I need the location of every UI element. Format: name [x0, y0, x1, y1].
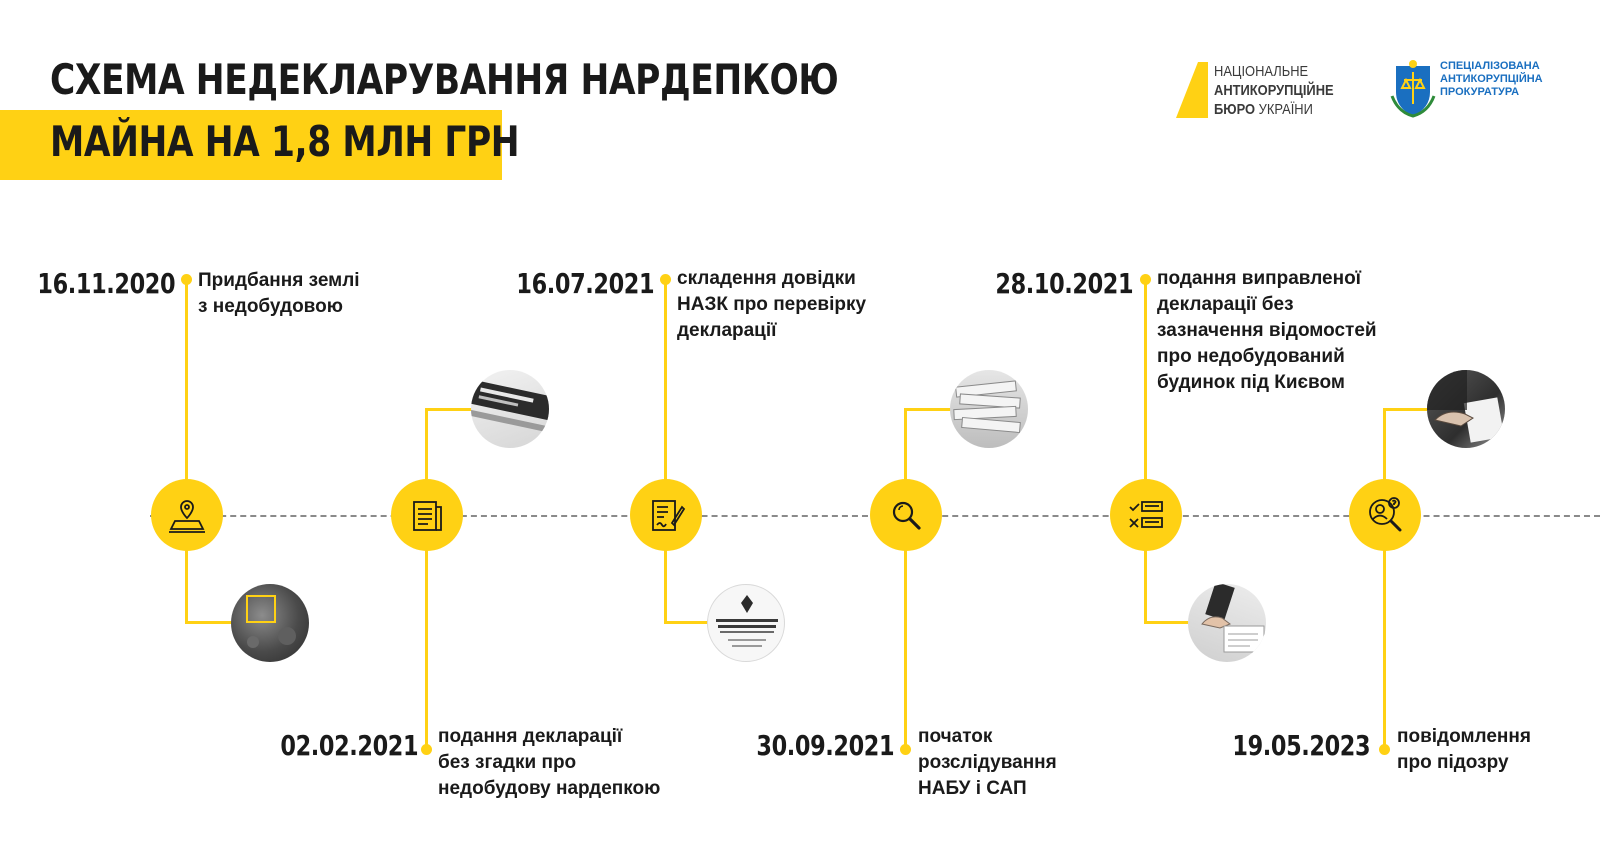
- event-5-date: 28.10.2021: [995, 267, 1133, 300]
- event-2-connector-up: [425, 408, 428, 482]
- event-3-date: 16.07.2021: [516, 267, 654, 300]
- page-title-line1: СХЕМА НЕДЕКЛАРУВАННЯ НАРДЕПКОЮ: [50, 55, 839, 104]
- event-6-description: повідомлення про підозру: [1397, 726, 1531, 773]
- nabu-logo-text: НАЦІОНАЛЬНЕ АНТИКОРУПЦІЙНЕ БЮРО УКРАЇНИ: [1214, 62, 1334, 119]
- signed-document-icon: [652, 500, 686, 531]
- sap-line2: АНТИКОРУПЦІЙНА: [1440, 73, 1543, 85]
- sap-line3: ПРОКУРАТУРА: [1440, 86, 1520, 98]
- event-1-node: [151, 479, 223, 551]
- event-6-date: 19.05.2023: [1232, 729, 1370, 762]
- suspect-search-icon: [1369, 497, 1402, 532]
- event-1-date: 16.11.2020: [37, 267, 175, 300]
- event-1-description: Придбання землі з недобудовою: [198, 270, 360, 317]
- event-5-description: подання виправленої декларації без зазна…: [1157, 268, 1377, 393]
- event-1-dot: [181, 274, 192, 285]
- magnifier-icon: [892, 501, 921, 530]
- event-4-dot: [900, 744, 911, 755]
- nabu-line3b: УКРАЇНИ: [1255, 101, 1313, 118]
- event-2-connector-down: [425, 550, 428, 750]
- sap-line1: СПЕЦІАЛІЗОВАНА: [1440, 60, 1540, 72]
- event-5-node: [1110, 479, 1182, 551]
- nabu-mark-icon: [1176, 62, 1208, 118]
- event-3-connector-up: [664, 282, 667, 482]
- title-highlight-band: [0, 110, 502, 180]
- event-2-connector-photo: [425, 408, 477, 411]
- event-6-connector-down: [1383, 550, 1386, 750]
- event-2-description: подання декларації без згадки про недобу…: [438, 726, 661, 799]
- event-5-connector-photo: [1144, 621, 1192, 624]
- event-4-connector-up: [904, 408, 907, 482]
- declaration-registry-photo: [471, 370, 549, 448]
- nazk-stamp-photo: [707, 584, 785, 662]
- signing-document-photo: [1188, 584, 1266, 662]
- event-5-connector-down: [1144, 550, 1147, 624]
- nabu-logo: НАЦІОНАЛЬНЕ АНТИКОРУПЦІЙНЕ БЮРО УКРАЇНИ: [1176, 62, 1356, 120]
- event-1-connector-down: [185, 550, 188, 624]
- event-6-dot: [1379, 744, 1390, 755]
- nabu-line1: НАЦІОНАЛЬНЕ: [1214, 63, 1309, 80]
- land-plot-icon: [169, 500, 205, 533]
- event-4-description: початок розслідування НАБУ і САП: [918, 726, 1057, 799]
- nabu-line3a: БЮРО: [1214, 101, 1256, 118]
- sap-emblem-icon: [1390, 60, 1436, 118]
- papers-stack-photo: [950, 370, 1028, 448]
- event-5-connector-up: [1144, 282, 1147, 482]
- event-2-date: 02.02.2021: [280, 729, 418, 762]
- event-4-connector-down: [904, 550, 907, 750]
- checklist-icon: [1129, 501, 1163, 528]
- event-3-description: складення довідки НАЗК про перевірку дек…: [677, 268, 867, 341]
- event-3-connector-down: [664, 550, 667, 624]
- event-2-node: [391, 479, 463, 551]
- event-3-connector-photo: [664, 621, 712, 624]
- event-3-node: [630, 479, 702, 551]
- event-4-node: [870, 479, 942, 551]
- event-1-connector-up: [185, 282, 188, 482]
- event-6-connector-photo: [1383, 408, 1431, 411]
- handover-document-photo: [1427, 370, 1505, 448]
- document-icon: [413, 501, 442, 531]
- page-title-line2: МАЙНА НА 1,8 МЛН ГРН: [50, 117, 520, 166]
- event-4-date: 30.09.2021: [756, 729, 894, 762]
- sap-logo: СПЕЦІАЛІЗОВАНА АНТИКОРУПЦІЙНА ПРОКУРАТУР…: [1390, 58, 1560, 120]
- nabu-line2: АНТИКОРУПЦІЙНЕ: [1214, 82, 1334, 99]
- event-5-dot: [1140, 274, 1151, 285]
- event-2-dot: [421, 744, 432, 755]
- sap-logo-text: СПЕЦІАЛІЗОВАНА АНТИКОРУПЦІЙНА ПРОКУРАТУР…: [1440, 60, 1543, 99]
- event-3-dot: [660, 274, 671, 285]
- event-6-node: [1349, 479, 1421, 551]
- event-4-connector-photo: [904, 408, 954, 411]
- event-1-connector-photo: [185, 621, 235, 624]
- event-6-connector-up: [1383, 408, 1386, 482]
- aerial-land-photo: [231, 584, 309, 662]
